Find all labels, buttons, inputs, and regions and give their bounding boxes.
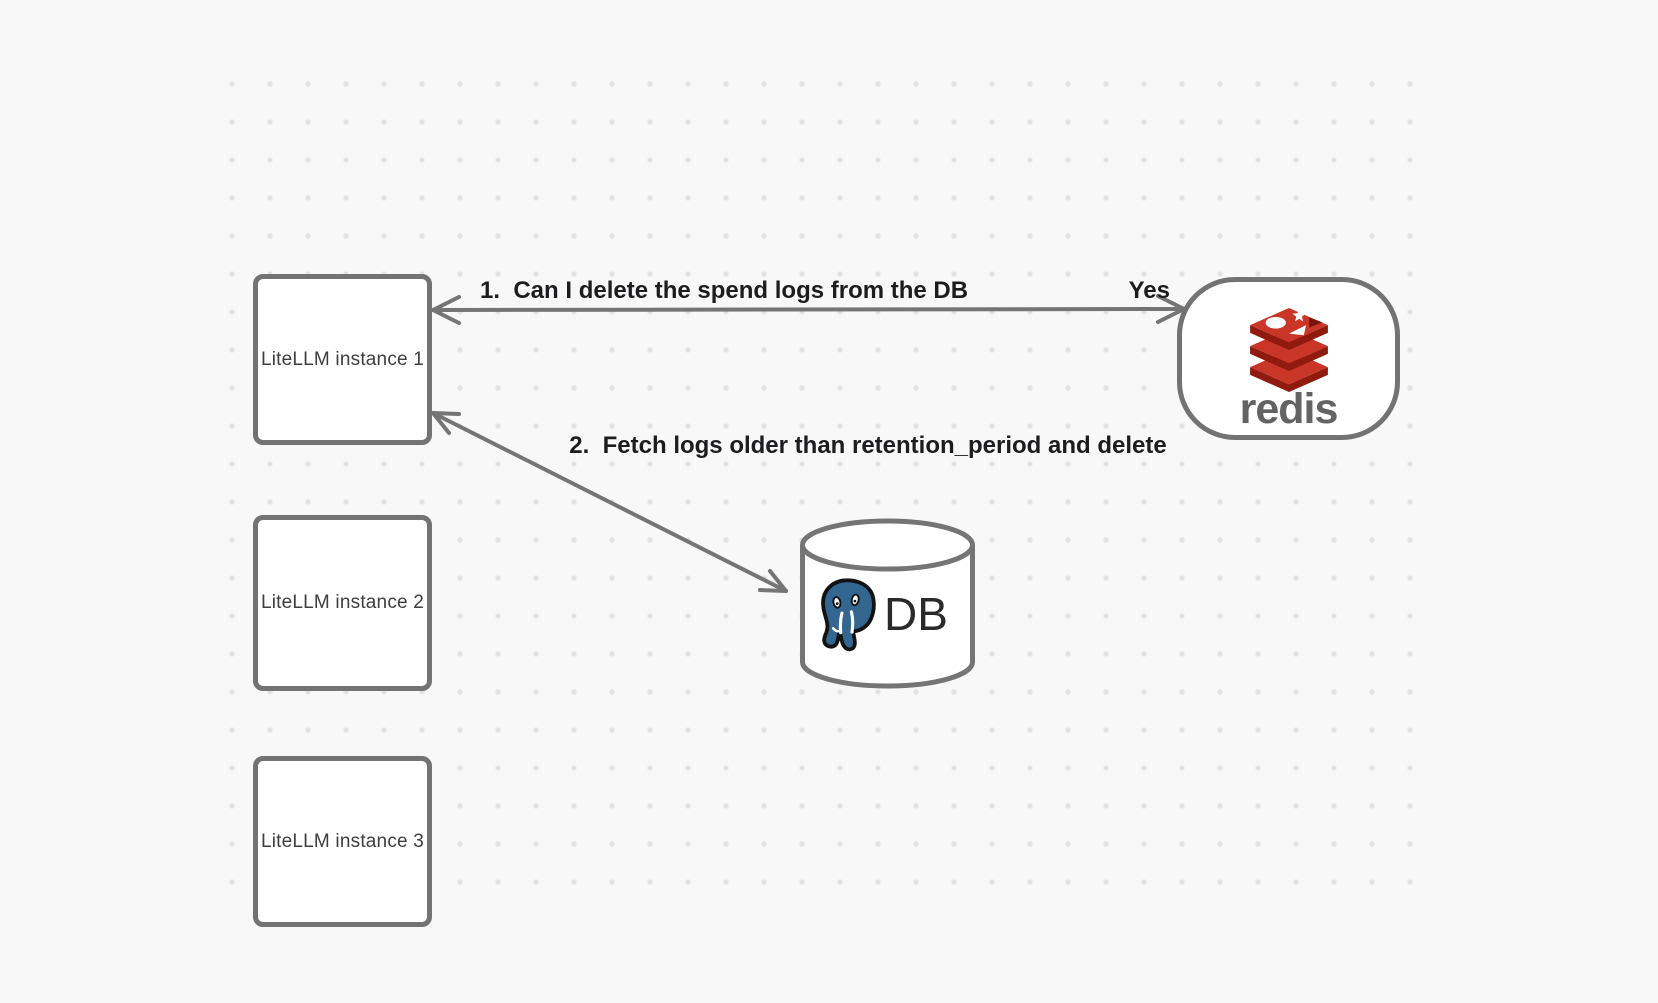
node-label: LiteLLM instance 2 [260, 592, 425, 613]
db-label: DB [884, 588, 948, 640]
flow2-label: 2. Fetch logs older than retention_perio… [569, 432, 1167, 459]
node-redis: redis [1177, 277, 1400, 440]
node-label: LiteLLM instance 3 [260, 830, 425, 852]
redis-stack-icon [1249, 308, 1328, 392]
node-litellm-instance-1: LiteLLM instance 1 [253, 274, 432, 445]
node-litellm-instance-2: LiteLLM instance 2 [253, 515, 432, 691]
postgresql-elephant-icon [821, 578, 876, 652]
flow1-answer: Yes [1128, 277, 1170, 304]
node-litellm-instance-3: LiteLLM instance 3 [253, 756, 432, 927]
flow1-question: 1. Can I delete the spend logs from the … [480, 277, 969, 304]
flow1-label-row: 1. Can I delete the spend logs from the … [480, 276, 1170, 306]
node-database: DB [798, 517, 977, 690]
node-label: LiteLLM instance 1 [260, 348, 425, 370]
redis-wordmark: redis [1239, 385, 1339, 433]
